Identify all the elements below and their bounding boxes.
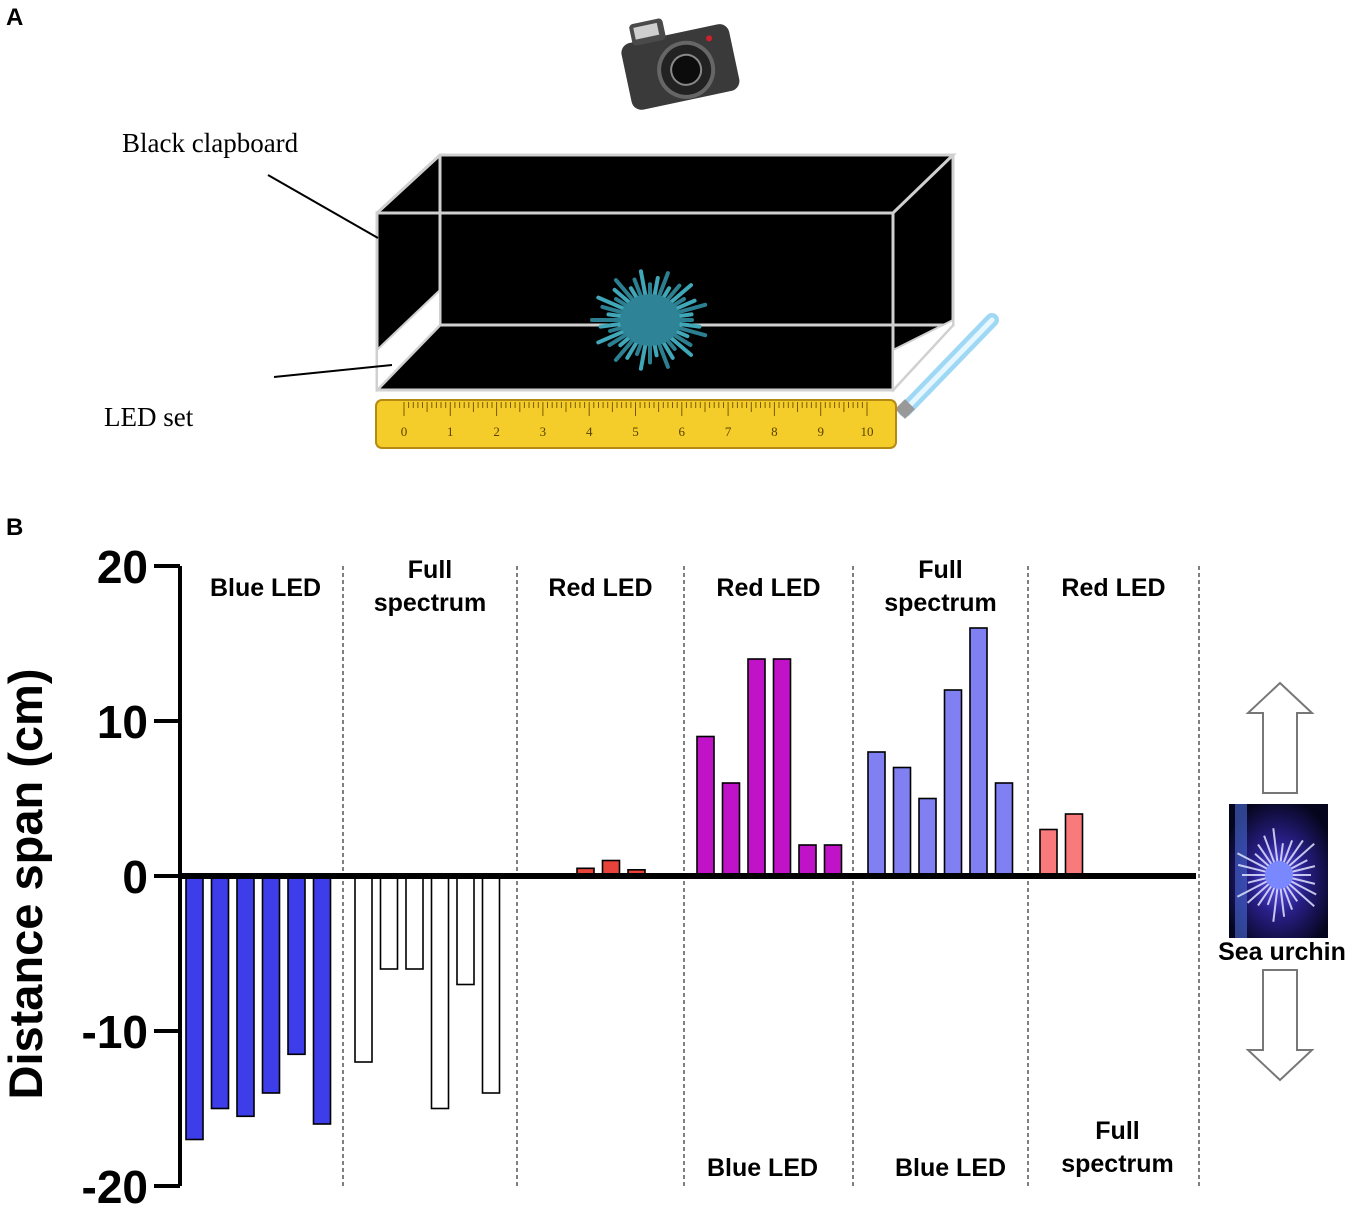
group-bottom-label: Blue LED — [895, 1154, 1006, 1182]
group-top-label: Full — [408, 556, 452, 584]
bar — [236, 875, 255, 1118]
bar — [287, 875, 306, 1056]
clapboard-leader-line — [267, 174, 379, 239]
arrow-up-icon — [1245, 681, 1315, 794]
sea-urchin-label: Sea urchin — [1218, 938, 1346, 966]
group-top-label: Blue LED — [210, 574, 321, 602]
bar — [696, 735, 715, 877]
ruler-tick-label: 3 — [540, 424, 547, 439]
bar — [943, 689, 963, 877]
y-tick-label: 10 — [97, 696, 148, 748]
y-axis-label: Distance span (cm) — [0, 669, 52, 1100]
y-tick-label: 0 — [122, 851, 148, 903]
sea-urchin-photo — [1229, 804, 1328, 938]
panel-b-letter: B — [6, 514, 24, 541]
bar — [892, 766, 912, 877]
bar — [1064, 813, 1084, 877]
group-bottom-label: Full — [1095, 1117, 1139, 1145]
bar — [210, 875, 230, 1110]
group-top-label: Red LED — [548, 574, 652, 602]
ruler-tick-label: 5 — [632, 424, 639, 439]
group-top-label: spectrum — [884, 589, 997, 617]
bar — [867, 751, 886, 877]
group-top-label: Red LED — [1061, 574, 1165, 602]
led-set-label: LED set — [104, 402, 194, 432]
bar — [918, 797, 937, 877]
group-top-label: Red LED — [716, 574, 820, 602]
led-tube-icon — [895, 313, 999, 419]
bar — [798, 844, 817, 877]
arrow-down-icon — [1245, 969, 1315, 1082]
black-clapboard-label: Black clapboard — [122, 128, 299, 158]
bar — [1039, 828, 1058, 877]
bar — [261, 875, 281, 1094]
y-tick-label: -20 — [82, 1161, 148, 1208]
ruler-tick-label: 8 — [771, 424, 778, 439]
bar — [772, 658, 792, 877]
ruler-tick-label: 1 — [447, 424, 454, 439]
y-tick-label: -10 — [82, 1006, 148, 1058]
bar — [312, 875, 332, 1125]
experiment-diagram: 0 1 2 3 4 5 6 7 8 9 10 — [267, 18, 999, 449]
bar — [456, 875, 475, 986]
bar — [405, 875, 424, 970]
group-bottom-label: spectrum — [1061, 1150, 1174, 1178]
bar — [969, 627, 988, 877]
ruler-tick-label: 0 — [401, 424, 408, 439]
ruler-tick-label: 9 — [817, 424, 824, 439]
y-tick-label: 20 — [97, 541, 148, 593]
bar — [481, 875, 501, 1094]
ruler-tick-label: 7 — [725, 424, 732, 439]
ruler-tick-label: 4 — [586, 424, 593, 439]
sea-urchin-icon — [590, 269, 708, 371]
ruler-icon: 0 1 2 3 4 5 6 7 8 9 10 — [375, 399, 897, 449]
ruler-tick-label: 6 — [679, 424, 686, 439]
bar — [379, 875, 399, 970]
bar — [747, 658, 766, 877]
group-top-label: spectrum — [374, 589, 487, 617]
camera-icon — [621, 18, 740, 110]
group-bottom-label: Blue LED — [707, 1154, 818, 1182]
panel-a-letter: A — [6, 4, 24, 31]
black-clapboard-box — [375, 153, 957, 393]
ruler-tick-label: 2 — [493, 424, 500, 439]
bar — [823, 844, 843, 877]
bar — [721, 782, 741, 877]
bar — [994, 782, 1014, 877]
bar — [354, 875, 373, 1063]
bar — [185, 875, 204, 1141]
bar — [430, 875, 450, 1110]
ruler-tick-label: 10 — [861, 424, 874, 439]
group-top-label: Full — [918, 556, 962, 584]
led-leader-line — [273, 364, 393, 378]
